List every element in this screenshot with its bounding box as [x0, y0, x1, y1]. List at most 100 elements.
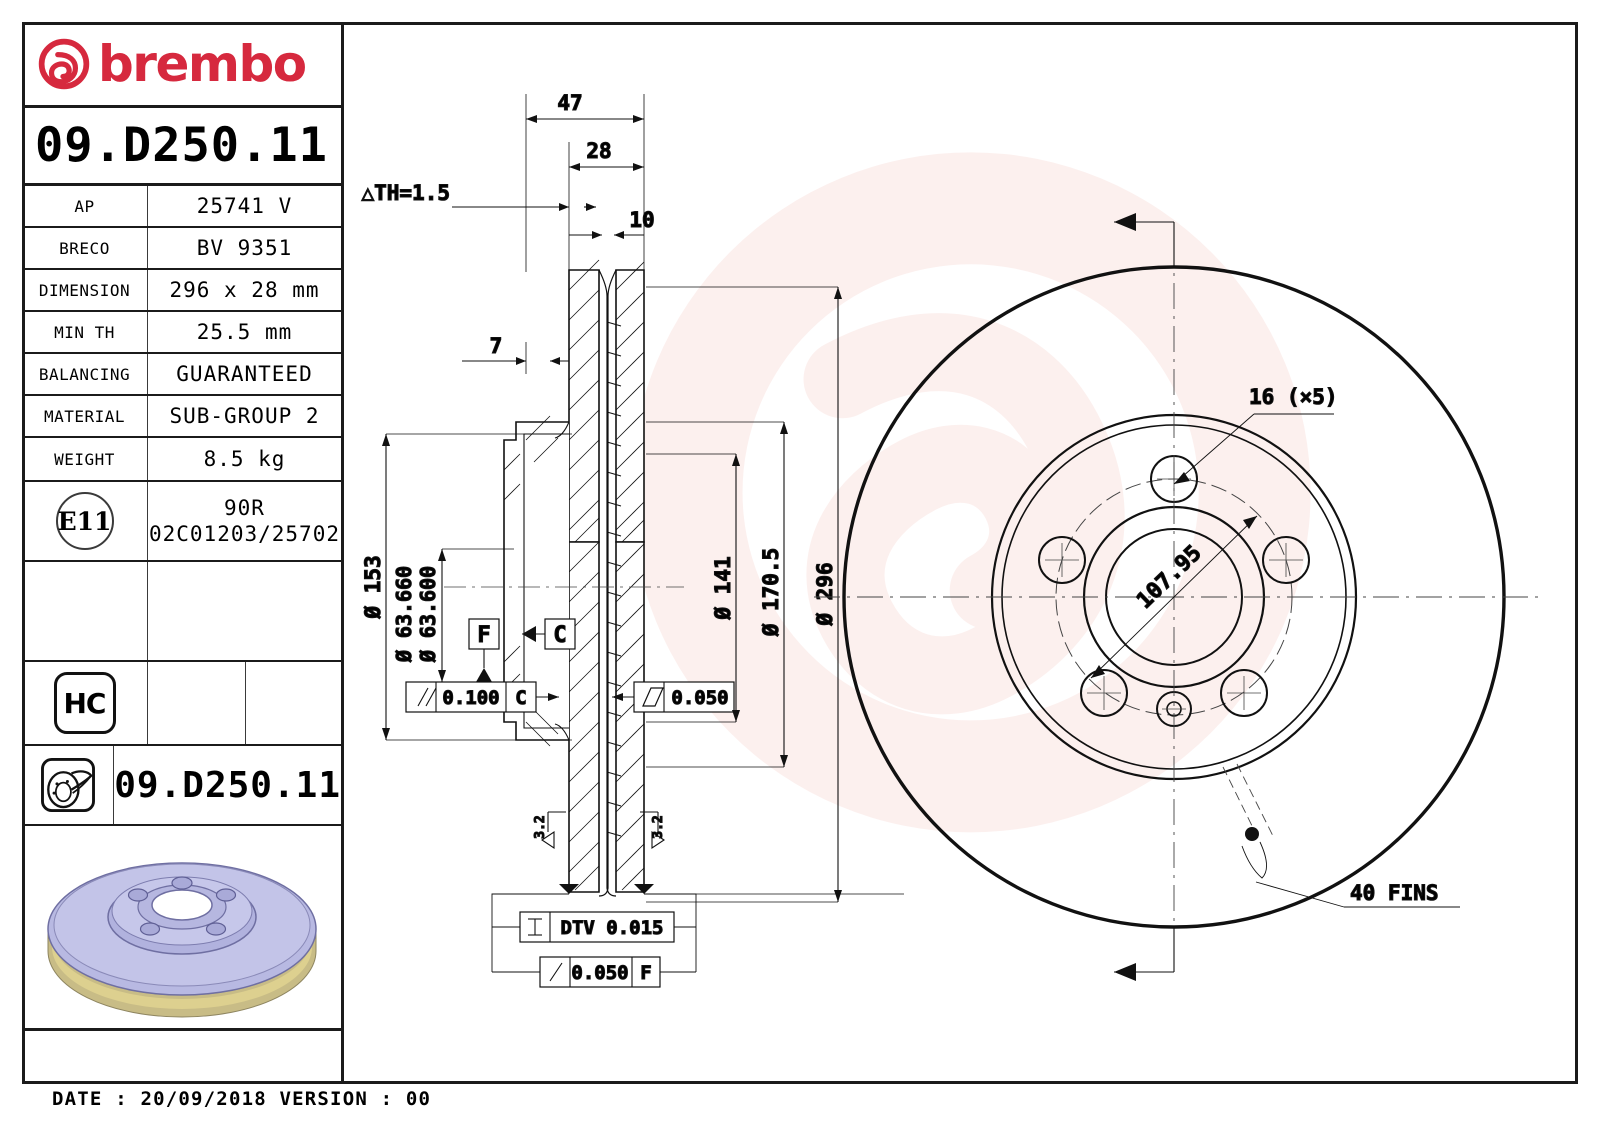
brake-disc-icon — [40, 758, 95, 812]
blank-cell-left — [22, 562, 148, 660]
hc-badge-cell: HC — [22, 662, 148, 744]
row-label: BALANCING — [22, 354, 148, 394]
datum-C — [522, 618, 576, 650]
fcf-runout-value: 0.050 — [571, 962, 628, 984]
row-value: 25.5 mm — [196, 320, 293, 344]
bolt-hole-note: 16 (×5) — [1249, 385, 1338, 409]
row-label: WEIGHT — [22, 438, 148, 480]
homologation-row: E11 90R 02C01203/25702 — [22, 482, 341, 562]
dim-7 — [462, 342, 572, 374]
dim-label-63600: Ø 63.600 — [416, 566, 440, 663]
hatch-upper-left — [568, 259, 600, 543]
row-label: MIN TH — [22, 312, 148, 352]
fcf-runout — [539, 956, 661, 988]
row-value: GUARANTEED — [176, 362, 313, 386]
fins-note: 40 FINS — [1350, 881, 1439, 905]
dim-141 — [646, 453, 740, 723]
vent-fins — [606, 321, 622, 837]
face-view — [814, 213, 1540, 981]
dim-296 — [646, 286, 842, 903]
th-note: △TH=1.5 — [361, 181, 450, 205]
hc-row: HC — [22, 662, 341, 746]
table-row: AP 25741 V — [22, 186, 341, 228]
row-value: SUB-GROUP 2 — [169, 404, 320, 428]
disc-icon-part-number: 09.D250.11 — [114, 764, 341, 806]
dim-63660 — [438, 548, 514, 683]
dim-label-47: 47 — [557, 91, 582, 115]
bolt-circle-label: 107.95 — [1132, 541, 1207, 614]
homologation-line1: 90R — [224, 495, 265, 520]
disc-icon-cell — [22, 746, 115, 824]
section-upper-ring — [568, 269, 645, 543]
dim-label-63660: Ø 63.660 — [392, 566, 416, 663]
rotation-arrow-bottom — [1114, 927, 1175, 981]
roughness-value-right: 3.2 — [651, 815, 666, 838]
bolt-hole-note-leader — [1173, 413, 1334, 485]
footer-date: DATE : 20/09/2018 VERSION : 00 — [52, 1088, 432, 1110]
spec-table: brembo 09.D250.11 AP 25741 V BRECO BV 93… — [22, 22, 344, 1084]
e11-badge-cell: E11 — [22, 482, 148, 560]
brake-disc-render — [46, 862, 317, 1018]
part-number: 09.D250.11 — [35, 118, 328, 173]
table-row: BRECO BV 9351 — [22, 228, 341, 270]
dim-10 — [569, 231, 644, 239]
bolt-circle-dim — [1090, 515, 1258, 679]
row-label: AP — [22, 186, 148, 226]
datum-C-label: C — [553, 623, 566, 648]
homologation-value: 90R 02C01203/25702 — [148, 482, 341, 560]
homologation-line2: 02C01203/25702 — [148, 522, 340, 546]
row-label: BRECO — [22, 228, 148, 268]
fins-note-leader — [1222, 763, 1460, 908]
hc-blank-right — [246, 662, 341, 744]
dim-153 — [382, 433, 572, 741]
fcf-parallelism-value: 0.100 — [442, 687, 499, 709]
part-number-header: 09.D250.11 — [22, 108, 341, 186]
row-label: DIMENSION — [22, 270, 148, 310]
sheet-border — [22, 22, 1578, 1084]
fcf-flatness-value: 0.050 — [671, 687, 728, 709]
fcf-runout-datum: F — [640, 962, 651, 984]
dim-label-153: Ø 153 — [361, 555, 385, 619]
hc-blank-middle — [148, 662, 246, 744]
row-label: MATERIAL — [22, 396, 148, 436]
product-photo-row — [22, 826, 341, 1031]
datum-F-label: F — [477, 623, 490, 648]
disc-icon-row: 09.D250.11 — [22, 746, 341, 826]
brand-logo: brembo — [22, 22, 341, 108]
section-lower-ring — [568, 541, 645, 897]
fcf-parallelism-datum: C — [515, 687, 526, 709]
dim-label-296: Ø 296 — [813, 562, 837, 626]
roughness-left — [541, 811, 566, 850]
fcf-parallelism — [405, 681, 559, 713]
fcf-flatness — [612, 681, 735, 713]
dim-47 — [525, 94, 645, 272]
dim-1705 — [646, 421, 788, 768]
row-value: 296 x 28 mm — [169, 278, 320, 302]
table-row: DIMENSION 296 x 28 mm — [22, 270, 341, 312]
hatch-upper-right — [615, 261, 645, 543]
product-photo — [22, 826, 341, 1028]
dim-label-1705: Ø 170.5 — [759, 548, 783, 638]
table-row: MATERIAL SUB-GROUP 2 — [22, 396, 341, 438]
row-value: 8.5 kg — [203, 447, 286, 471]
technical-drawing: 47 28 △TH=1.5 — [344, 22, 1578, 1084]
datum-F — [468, 618, 502, 683]
roughness-value-left: 3.2 — [533, 815, 548, 838]
row-value: BV 9351 — [196, 236, 293, 260]
blank-cell-right — [148, 562, 341, 660]
dim-label-28: 28 — [586, 139, 611, 163]
dim-label-10: 10 — [629, 208, 654, 232]
brembo-b-icon — [38, 38, 90, 89]
dim-label-141: Ø 141 — [711, 556, 735, 620]
roughness-right — [640, 811, 665, 850]
fcf-dtv-value: DTV 0.015 — [561, 917, 664, 939]
table-row: MIN TH 25.5 mm — [22, 312, 341, 354]
th-note-leader — [452, 203, 596, 211]
bottom-leader-frame — [491, 884, 904, 973]
e11-badge: E11 — [55, 492, 114, 550]
rotation-arrow-top — [1114, 213, 1175, 267]
blank-row — [22, 562, 341, 662]
dim-label-7: 7 — [490, 334, 503, 358]
row-value: 25741 V — [196, 194, 293, 218]
